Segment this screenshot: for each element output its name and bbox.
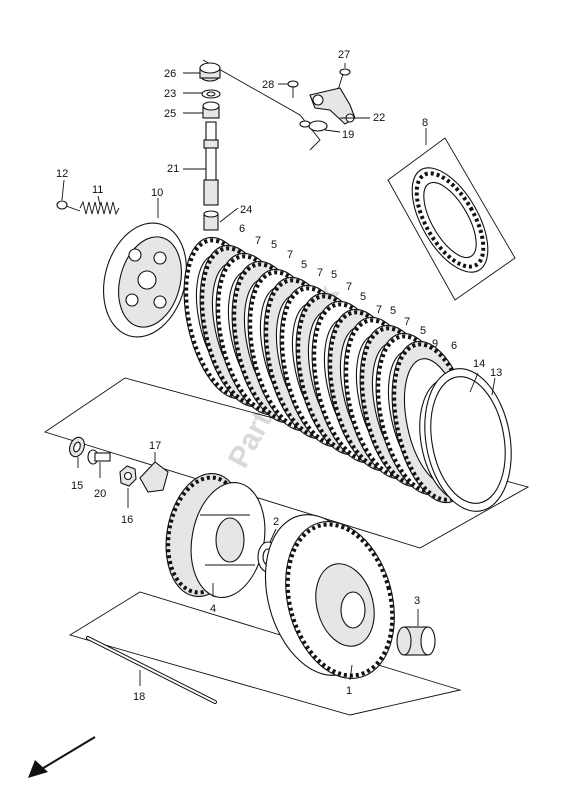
part-25-seal [202,101,220,119]
part-24-bearing [203,210,219,231]
part-21-release-shaft [203,121,219,206]
callout-6b: 6 [451,340,457,352]
callout-5e: 5 [390,305,396,317]
callout-7c: 7 [317,267,323,279]
callout-23: 23 [164,88,176,100]
part-27-bolt [337,68,351,91]
part-10-pressure-plate [102,222,188,338]
part-20-bolt [87,449,111,465]
callout-1: 1 [346,685,352,697]
callout-7f: 7 [404,316,410,328]
part-11-spring [79,200,120,216]
part-17-lock-washer [139,461,169,493]
callout-28: 28 [262,79,274,91]
callout-3: 3 [414,595,420,607]
callout-5c: 5 [331,269,337,281]
callout-24: 24 [240,204,252,216]
frame-plate-stack [43,377,530,549]
callout-22: 22 [373,112,385,124]
part-3-spacer [396,626,436,656]
frame-plate-8 [387,137,516,301]
callout-18: 18 [133,691,145,703]
callout-5a: 5 [271,239,277,251]
callout-20: 20 [94,488,106,500]
part-1-clutch-housing [264,514,395,679]
leader-lines [61,63,496,686]
plate-stack [183,236,475,504]
callout-5d: 5 [360,291,366,303]
callout-11: 11 [92,184,103,196]
part-19-washer [299,120,328,132]
part-28-bolt [287,80,299,98]
callout-7d: 7 [346,281,352,293]
callout-27: 27 [338,49,350,61]
frame-release-lever [202,59,321,151]
callout-17: 17 [149,440,161,452]
callout-14: 14 [473,358,485,370]
callout-16: 16 [121,514,133,526]
part-15-washer [69,436,85,458]
frame-hub-assembly [68,591,462,716]
callout-13: 13 [490,367,502,379]
part-8-drive-plate [411,167,489,273]
callout-7e: 7 [376,304,382,316]
callout-6a: 6 [239,223,245,235]
callout-10: 10 [151,187,163,199]
callout-19: 19 [342,129,354,141]
part-16-nut [119,465,137,487]
callout-7b: 7 [287,249,293,261]
callout-7a: 7 [255,235,261,247]
callout-12: 12 [56,168,68,180]
part-22-release-arm [309,87,356,125]
callout-25: 25 [164,108,176,120]
part-4-sleeve-hub [165,473,266,599]
arrow-down-left-icon [28,736,96,778]
callout-5f: 5 [420,325,426,337]
part-12-bolt [56,200,81,212]
callout-21: 21 [167,163,179,175]
part-18-push-rod [86,636,217,704]
callout-4: 4 [210,603,216,615]
callout-15: 15 [71,480,83,492]
part-13-spring-washer [424,368,512,512]
callout-5b: 5 [301,259,307,271]
callout-8: 8 [422,117,428,129]
callouts: 26 23 25 21 24 28 27 22 19 8 12 11 10 6 … [56,49,502,703]
callout-9: 9 [432,338,438,350]
part-23-washer [201,89,221,99]
part-26-bearing [199,62,221,82]
callout-2: 2 [273,516,279,528]
callout-26: 26 [164,68,176,80]
